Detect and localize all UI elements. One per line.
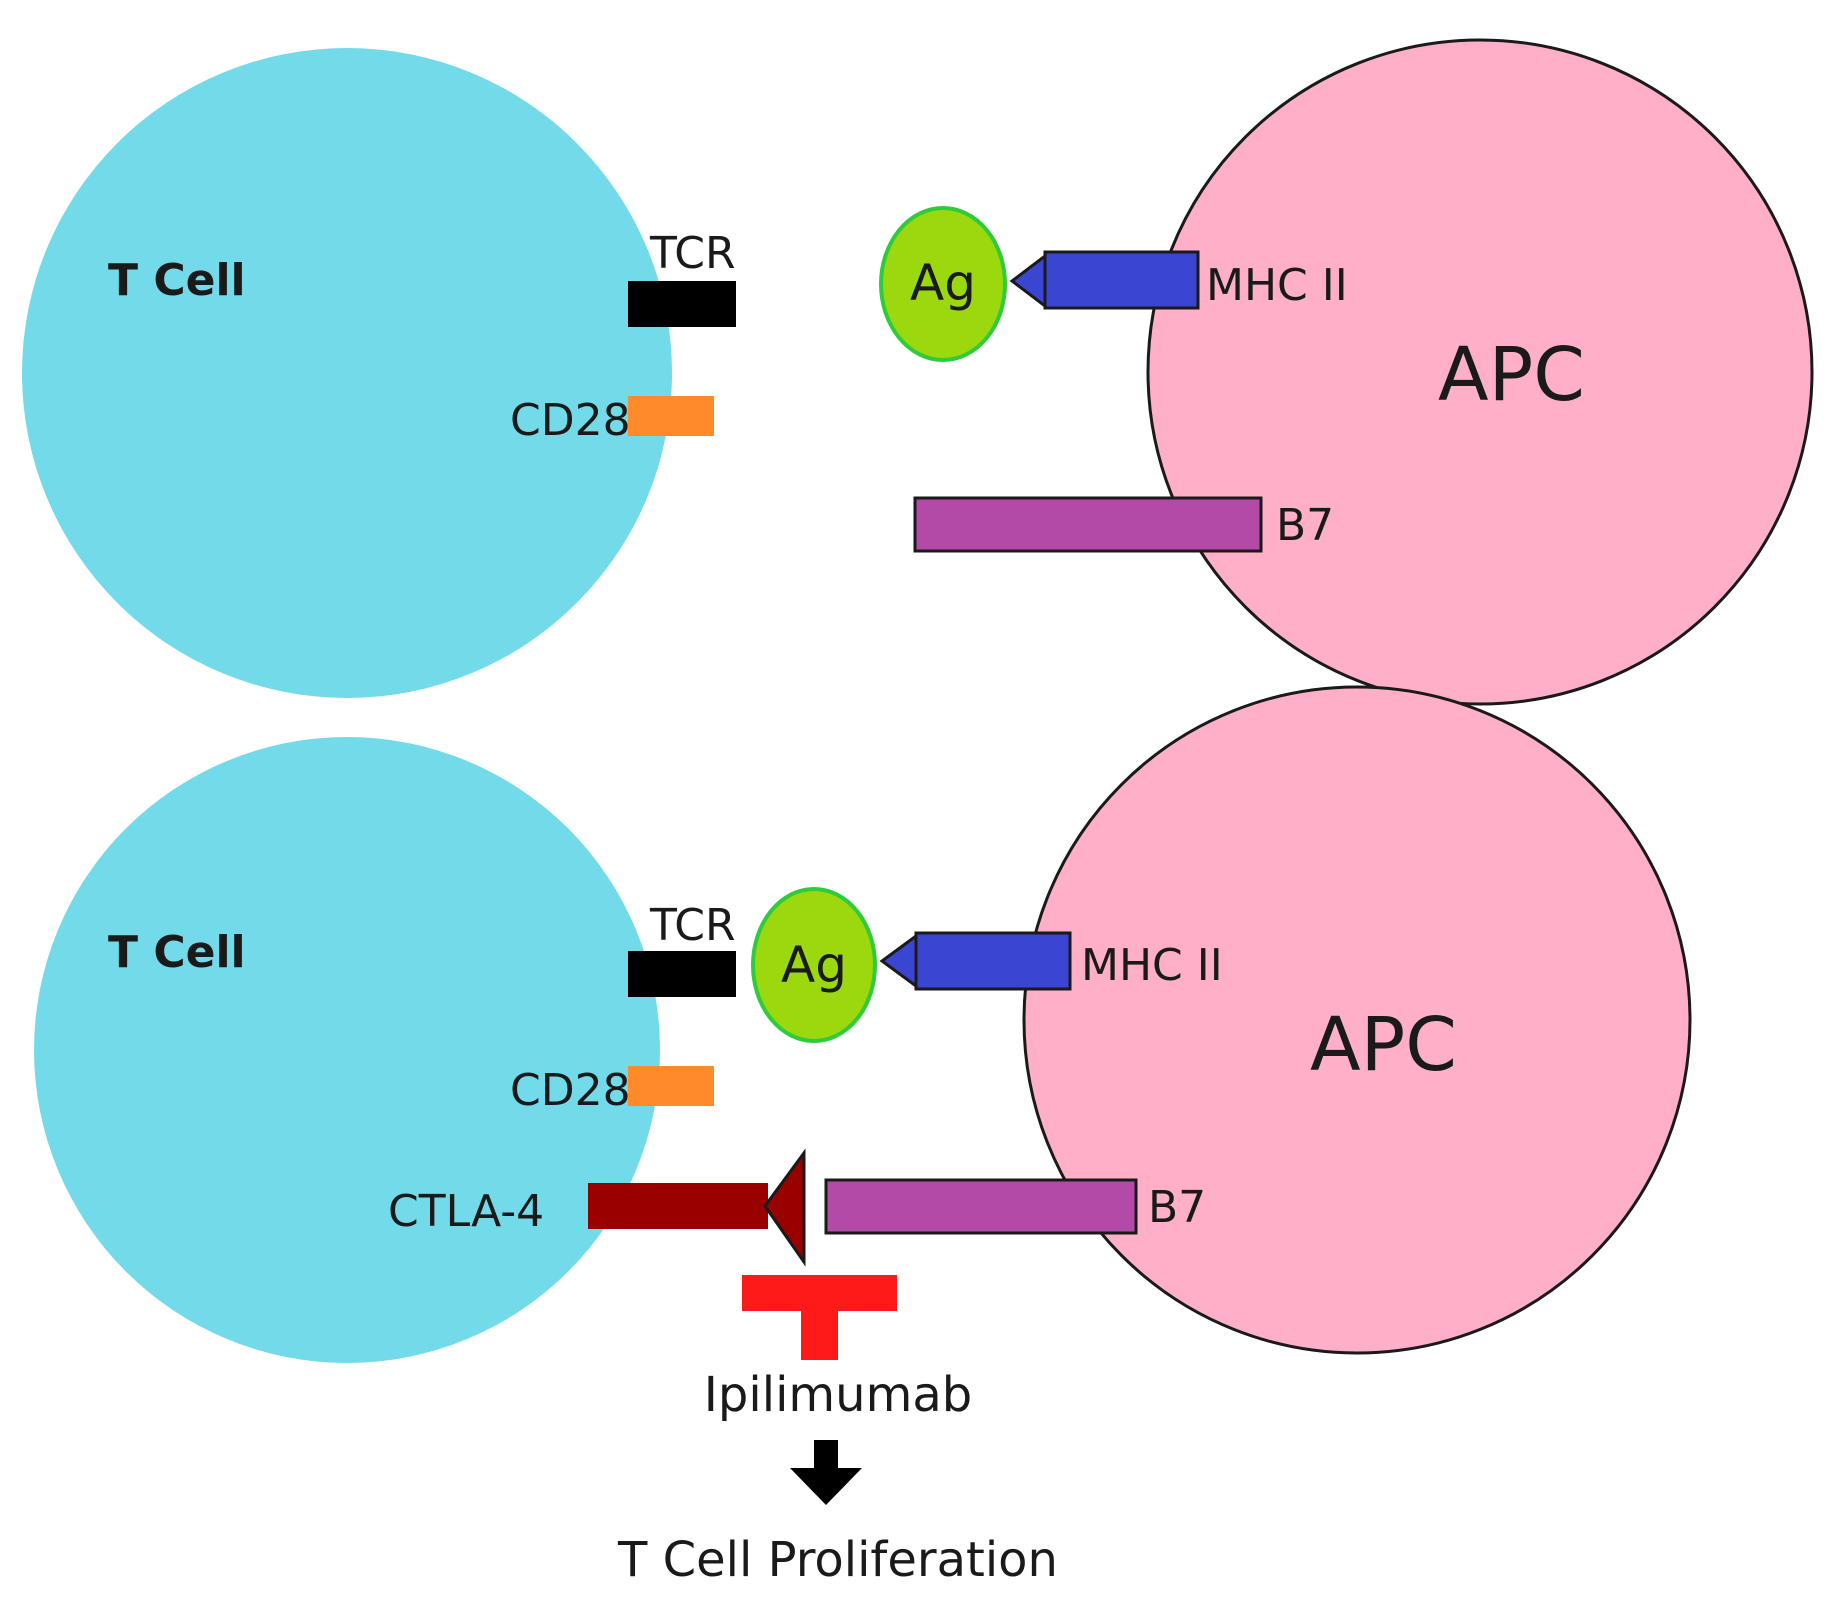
- bottom-mhc-ii-label: MHC II: [1081, 940, 1223, 991]
- top-cd28-label: CD28: [510, 395, 631, 446]
- bottom-apc-cell: [1022, 685, 1692, 1355]
- bottom-antigen-label: Ag: [781, 936, 847, 994]
- bottom-t-cell-label: T Cell: [108, 927, 246, 978]
- top-mhc-ii-label: MHC II: [1206, 260, 1348, 311]
- top-panel: T Cell APC TCR CD28 MHC II Ag B7: [22, 38, 1814, 706]
- bottom-ctla4-receptor: [588, 1183, 768, 1229]
- bottom-tcr-label: TCR: [649, 900, 736, 951]
- bottom-mhc-ii-molecule: [914, 931, 1072, 991]
- top-mhc-ii-tip: [1009, 252, 1047, 310]
- top-b7-label: B7: [1276, 500, 1334, 551]
- bottom-t-cell: [34, 737, 660, 1363]
- top-cd28-receptor: [628, 396, 714, 436]
- top-antigen-label: Ag: [910, 254, 976, 312]
- top-apc-cell: [1146, 38, 1814, 706]
- ipilimumab-label: Ipilimumab: [704, 1367, 972, 1423]
- bottom-apc-label: APC: [1310, 1002, 1457, 1088]
- top-apc-label: APC: [1438, 332, 1585, 418]
- top-antigen: [879, 206, 1007, 362]
- bottom-cd28-receptor: [628, 1066, 714, 1106]
- bottom-b7-ligand: [824, 1178, 1138, 1235]
- bottom-cd28-label: CD28: [510, 1065, 631, 1116]
- bottom-mhc-ii-tip: [879, 933, 918, 989]
- bottom-b7-label: B7: [1148, 1182, 1206, 1233]
- top-tcr-receptor: [628, 281, 736, 327]
- bottom-ctla4-tip: [763, 1148, 806, 1267]
- top-tcr-label: TCR: [649, 228, 736, 279]
- top-mhc-ii-molecule: [1043, 250, 1200, 310]
- t-cell-proliferation-label: T Cell Proliferation: [617, 1532, 1058, 1588]
- ipilimumab-blocker-icon: [742, 1275, 897, 1360]
- bottom-panel: T Cell APC TCR CD28 CTLA-4 MHC II Ag B7 …: [34, 685, 1692, 1588]
- top-t-cell: [22, 48, 672, 698]
- top-b7-ligand: [913, 496, 1263, 553]
- bottom-ctla4-label: CTLA-4: [388, 1186, 544, 1237]
- bottom-antigen: [751, 887, 877, 1043]
- down-arrow-icon: [790, 1440, 862, 1505]
- top-t-cell-label: T Cell: [108, 255, 246, 306]
- bottom-tcr-receptor: [628, 951, 736, 997]
